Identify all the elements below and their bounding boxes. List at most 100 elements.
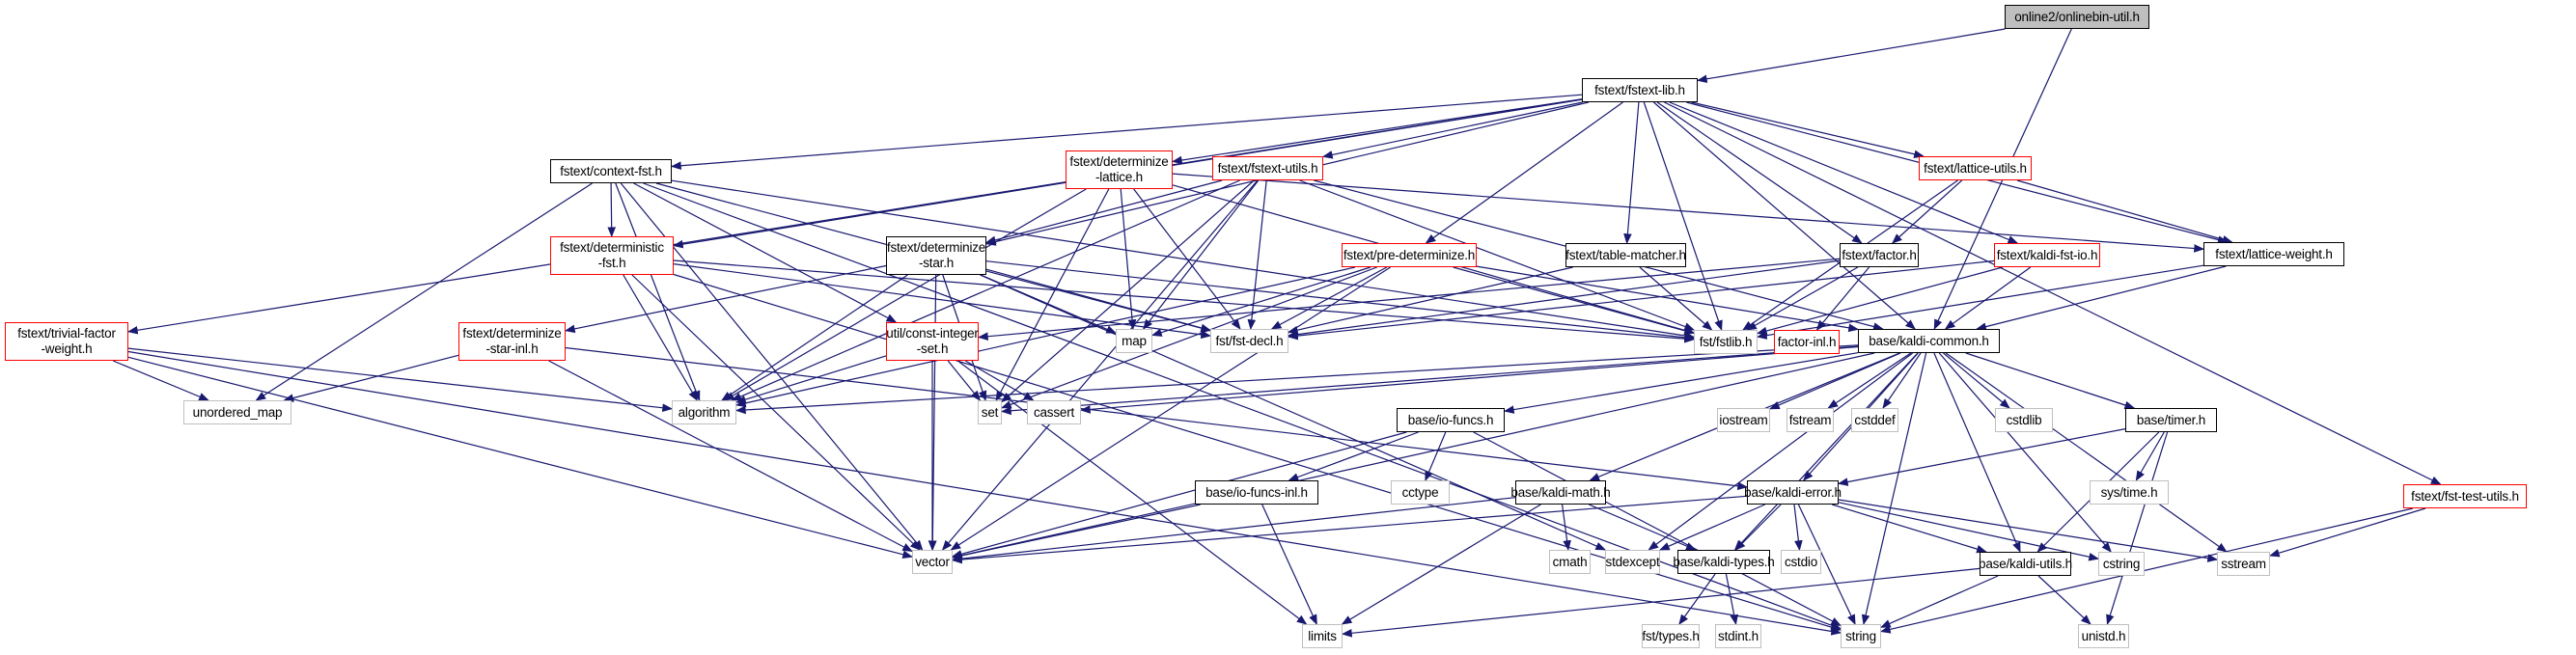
edge-timer-to-unistd xyxy=(2106,431,2169,626)
node-fstext-utils[interactable]: fstext/fstext-utils.h xyxy=(1212,156,1323,180)
edge-determinize-star-to-fst-decl xyxy=(985,268,1212,333)
node-lattice-utils[interactable]: fstext/lattice-utils.h xyxy=(1919,156,2032,180)
edge-determinize-star-to-algorithm xyxy=(721,274,908,401)
node-io-funcs[interactable]: base/io-funcs.h xyxy=(1397,408,1505,432)
edge-fstext-lib-to-factor xyxy=(1656,101,1863,244)
edge-kaldi-common-to-timer xyxy=(1965,352,2136,410)
node-factor-inl[interactable]: factor-inl.h xyxy=(1774,330,1840,354)
edge-kaldi-error-to-sstream xyxy=(1838,499,2219,562)
node-cctype[interactable]: cctype xyxy=(1391,480,1450,505)
edge-kaldi-error-to-cstring xyxy=(1838,502,2100,561)
edge-lattice-weight-to-kaldi-common xyxy=(1976,265,2227,331)
edge-kaldi-common-to-set xyxy=(1000,345,1859,416)
node-determinize-star-inl[interactable]: fstext/determinize -star-inl.h xyxy=(458,322,566,361)
node-timer[interactable]: base/timer.h xyxy=(2125,408,2217,432)
edge-trivial-factor-to-string xyxy=(127,350,1842,636)
node-cassert[interactable]: cassert xyxy=(1027,400,1081,424)
edge-kaldi-error-to-kaldi-types xyxy=(1734,504,1782,551)
edge-determinize-star-to-determinize-star-inl xyxy=(564,264,887,334)
edge-deterministic-fst-to-fstlib xyxy=(673,259,1696,343)
edge-kaldi-utils-to-string xyxy=(1880,575,1999,628)
node-trivial-factor-weight[interactable]: fstext/trivial-factor -weight.h xyxy=(5,322,128,361)
node-kaldi-types[interactable]: base/kaldi-types.h xyxy=(1673,550,1775,574)
node-determinize-lattice[interactable]: fstext/determinize -lattice.h xyxy=(1066,150,1173,189)
edge-factor-to-fstlib xyxy=(1746,266,1859,331)
node-unistd[interactable]: unistd.h xyxy=(2078,624,2129,648)
node-fst-fstlib[interactable]: fst/fstlib.h xyxy=(1694,330,1758,354)
node-kaldi-error[interactable]: base/kaldi-error.h xyxy=(1744,480,1842,505)
node-cstdio[interactable]: cstdio xyxy=(1781,550,1821,574)
node-determinize-star[interactable]: fstext/determinize -star.h xyxy=(886,236,986,275)
node-stdexcept[interactable]: stdexcept xyxy=(1605,550,1660,574)
edge-kaldi-types-to-fst-types xyxy=(1678,573,1716,625)
edge-deterministic-fst-to-fst-decl xyxy=(673,263,1212,340)
node-context-fst[interactable]: fstext/context-fst.h xyxy=(550,159,672,183)
edge-kaldi-common-to-kaldi-types xyxy=(1733,352,1919,551)
node-cstring[interactable]: cstring xyxy=(2098,552,2145,576)
edge-lattice-weight-to-fstlib xyxy=(1756,264,2204,340)
node-unordered-map[interactable]: unordered_map xyxy=(183,400,291,424)
node-sstream[interactable]: sstream xyxy=(2217,552,2270,576)
edge-table-matcher-to-fstlib xyxy=(1639,266,1713,331)
node-kaldi-utils[interactable]: base/kaldi-utils.h xyxy=(1979,552,2072,576)
edge-context-fst-to-unordered-map xyxy=(255,182,593,401)
edge-context-fst-to-string xyxy=(643,182,1842,630)
edge-fstext-lib-to-trivial-factor xyxy=(126,98,1583,335)
node-vector[interactable]: vector xyxy=(912,550,953,574)
node-const-integer-set[interactable]: util/const-integer -set.h xyxy=(886,322,979,361)
edge-determinize-star-to-stdexcept xyxy=(980,274,1607,551)
node-factor[interactable]: fstext/factor.h xyxy=(1840,243,1919,267)
edge-timer-to-sys-time xyxy=(2135,431,2165,481)
edge-kaldi-common-to-stdexcept xyxy=(1648,352,1914,551)
node-fstream[interactable]: fstream xyxy=(1787,408,1834,432)
edge-fstext-lib-to-kaldi-common xyxy=(1653,101,1916,330)
node-iostream[interactable]: iostream xyxy=(1717,408,1770,432)
edge-factor-to-fst-decl xyxy=(1287,259,1841,339)
node-kaldi-common[interactable]: base/kaldi-common.h xyxy=(1858,329,2000,353)
node-pre-determinize[interactable]: fstext/pre-determinize.h xyxy=(1342,243,1477,267)
node-fst-test-utils[interactable]: fstext/fst-test-utils.h xyxy=(2403,484,2527,508)
edge-kaldi-fst-io-to-fst-decl xyxy=(1287,259,1995,341)
node-stdint[interactable]: stdint.h xyxy=(1715,624,1761,648)
node-deterministic-fst[interactable]: fstext/deterministic -fst.h xyxy=(550,236,674,275)
edge-pre-determinize-to-algorithm xyxy=(734,266,1356,408)
edge-fstext-lib-to-context-fst xyxy=(670,94,1583,171)
node-cstdlib[interactable]: cstdlib xyxy=(1995,408,2053,432)
node-io-funcs-inl[interactable]: base/io-funcs-inl.h xyxy=(1195,480,1318,505)
edge-context-fst-to-deterministic-fst xyxy=(607,182,617,238)
edge-kaldi-common-to-io-funcs xyxy=(1503,352,1859,414)
node-table-matcher[interactable]: fstext/table-matcher.h xyxy=(1565,243,1686,267)
node-fst-types[interactable]: fst/types.h xyxy=(1642,624,1700,648)
node-kaldi-math[interactable]: base/kaldi-math.h xyxy=(1510,480,1611,505)
edge-fstext-lib-to-fst-test-utils xyxy=(1664,101,2442,485)
node-set[interactable]: set xyxy=(978,400,1002,424)
node-kaldi-fst-io[interactable]: fstext/kaldi-fst-io.h xyxy=(1994,243,2100,267)
edge-timer-to-kaldi-error xyxy=(1837,428,2126,486)
edge-determinize-lattice-to-lattice-weight xyxy=(1172,173,2205,253)
node-map[interactable]: map xyxy=(1116,329,1152,353)
edge-fstext-utils-to-set xyxy=(1001,179,1255,403)
edge-kaldi-common-to-cstdlib xyxy=(1943,352,2010,409)
edge-kaldi-common-to-vector xyxy=(951,352,1875,559)
node-fst-decl[interactable]: fst/fst-decl.h xyxy=(1210,329,1288,353)
edge-deterministic-fst-to-algorithm xyxy=(623,274,698,401)
node-algorithm[interactable]: algorithm xyxy=(672,400,736,424)
edge-kaldi-common-to-fstream xyxy=(1827,352,1912,409)
edge-context-fst-to-algorithm xyxy=(615,182,701,402)
node-sys-time[interactable]: sys/time.h xyxy=(2090,480,2169,505)
edge-fstext-lib-to-table-matcher xyxy=(1623,101,1640,245)
edge-kaldi-common-to-cassert xyxy=(1079,345,1859,414)
edge-io-funcs-inl-to-limits xyxy=(1261,504,1317,625)
edge-trivial-factor-to-algorithm xyxy=(127,347,674,413)
node-lattice-weight[interactable]: fstext/lattice-weight.h xyxy=(2203,242,2344,266)
node-string[interactable]: string xyxy=(1841,624,1881,648)
edge-kaldi-common-to-cstddef xyxy=(1882,352,1922,409)
edge-kaldi-error-to-vector xyxy=(951,495,1748,564)
node-fstext-lib[interactable]: fstext/fstext-lib.h xyxy=(1582,78,1698,102)
node-limits[interactable]: limits xyxy=(1302,624,1343,648)
edge-kaldi-common-to-kaldi-utils xyxy=(1933,352,2021,553)
edge-determinize-lattice-to-map xyxy=(1120,188,1137,331)
node-cstddef[interactable]: cstddef xyxy=(1851,408,1898,432)
node-cmath[interactable]: cmath xyxy=(1549,550,1591,574)
node-online2-onlinebin-util[interactable]: online2/onlinebin-util.h xyxy=(2005,5,2149,29)
